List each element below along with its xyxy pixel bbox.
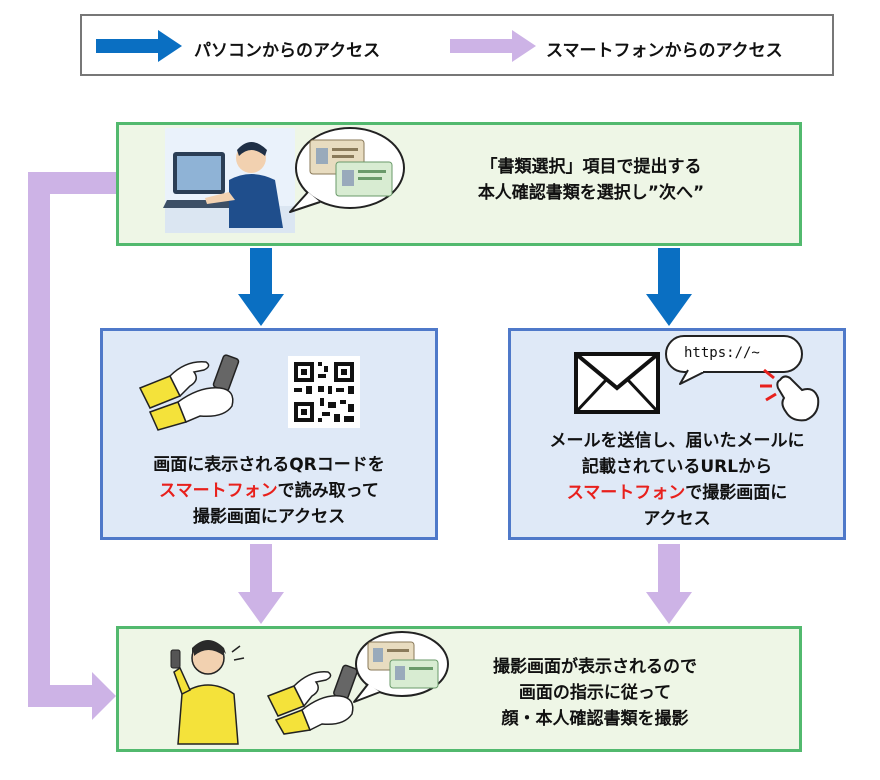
url-speech-bubble [665, 335, 803, 385]
legend-sp-arrow [450, 30, 536, 62]
id-card-bubble [289, 127, 405, 213]
step-right-line3: スマートフォンで撮影画面に [512, 480, 842, 506]
pc-down-arrow-left [238, 248, 284, 326]
person-laptop-illustration [163, 128, 295, 233]
sp-down-arrow-left [238, 544, 284, 624]
step-bottom-line2: 画面の指示に従って [518, 683, 672, 703]
step-right-line3-rest: で撮影画面に [685, 483, 788, 503]
legend-box [80, 14, 834, 76]
pc-down-arrow-right [646, 248, 692, 326]
step-right-line4: アクセス [643, 509, 711, 529]
step-bottom-line3: 顔・本人確認書類を撮影 [501, 709, 689, 729]
id-card-bubble-2 [353, 631, 449, 703]
step-left-text: 画面に表示されるQRコードを スマートフォンで読み取って 撮影画面にアクセス [104, 452, 434, 530]
step-right-line1: メールを送信し、届いたメールに [549, 431, 805, 451]
step-top-line1: 「書類選択」項目で提出する [480, 157, 702, 177]
hand-smartphone-illustration-2 [266, 664, 358, 735]
sp-down-arrow-right [646, 544, 692, 624]
step-left-line2: スマートフォンで読み取って [104, 478, 434, 504]
step-top-line2: 本人確認書類を選択し”次へ” [477, 183, 705, 203]
url-bubble-text: https://~ [684, 345, 760, 361]
step-bottom-line1: 撮影画面が表示されるので [493, 657, 697, 677]
pointing-hand-icon [760, 368, 820, 422]
smartphone-highlight: スマートフォン [159, 481, 278, 501]
mail-envelope-icon [574, 352, 660, 414]
smartphone-highlight-2: スマートフォン [566, 483, 686, 503]
qr-code-icon [288, 356, 360, 428]
step-qr-code [100, 328, 438, 540]
step-bottom-text: 撮影画面が表示されるので 画面の指示に従って 顔・本人確認書類を撮影 [430, 654, 760, 732]
step-left-line1: 画面に表示されるQRコードを [153, 455, 385, 475]
legend-pc-label: パソコンからのアクセス [194, 41, 381, 61]
step-top-text: 「書類選択」項目で提出する 本人確認書類を選択し”次へ” [406, 154, 776, 206]
legend-pc-arrow [96, 30, 182, 62]
legend-sp-label: スマートフォンからのアクセス [546, 41, 783, 61]
step-right-text: メールを送信し、届いたメールに 記載されているURLから スマートフォンで撮影画… [512, 428, 842, 532]
step-right-line2: 記載されているURLから [581, 457, 773, 477]
hand-smartphone-illustration [138, 354, 240, 431]
step-left-line3: 撮影画面にアクセス [192, 507, 346, 527]
step-left-line2-rest: で読み取って [277, 481, 379, 501]
person-smartphone-illustration [170, 640, 245, 745]
